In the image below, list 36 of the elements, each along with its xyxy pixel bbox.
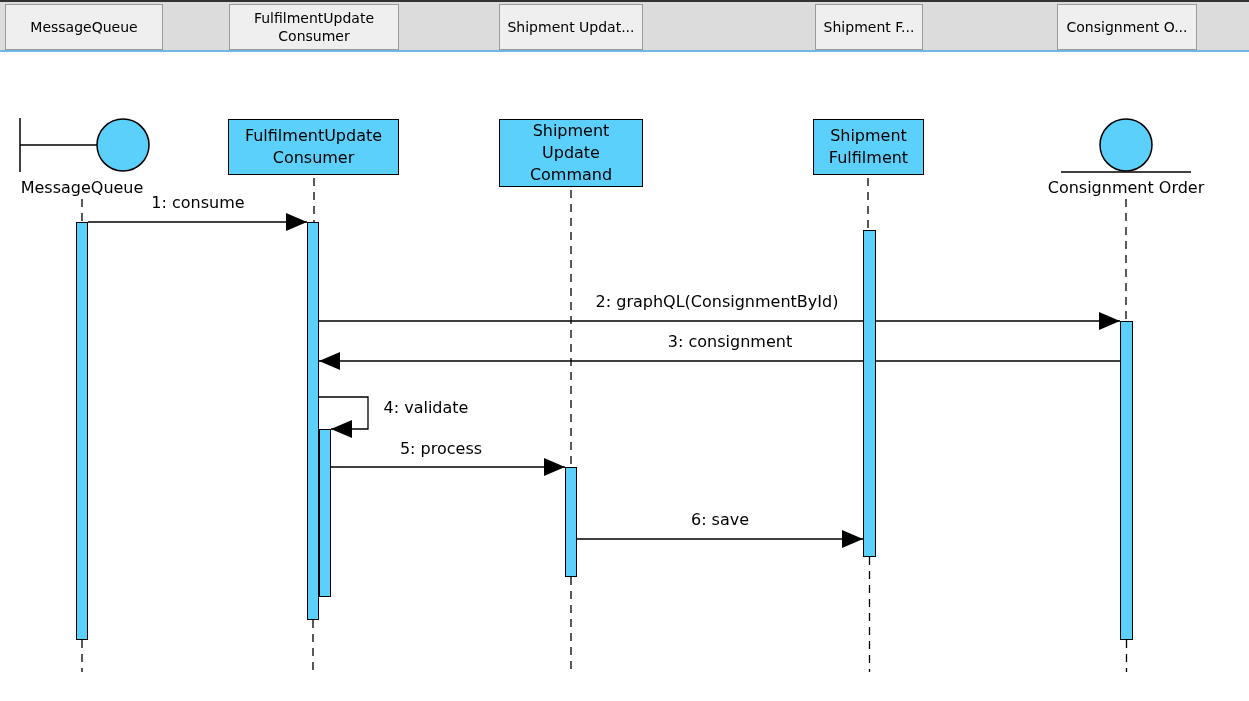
activation-bar [319, 429, 331, 597]
message-label: 3: consignment [667, 332, 793, 352]
message-label: 4: validate [383, 398, 469, 418]
lifeline [81, 198, 83, 223]
message-arrow [318, 396, 369, 438]
column-header: Consignment O... [1057, 4, 1197, 50]
column-header: Shipment Updat... [499, 4, 643, 50]
message-label: 2: graphQL(ConsignmentById) [595, 292, 839, 312]
lifeline-label: MessageQueue [20, 178, 144, 198]
message-arrow [318, 352, 1121, 370]
lifeline [81, 639, 83, 673]
activation-bar [1120, 321, 1133, 640]
lifeline [313, 177, 315, 223]
message-arrow [318, 312, 1121, 330]
lifeline-box: Shipment Fulfilment [813, 119, 924, 175]
activation-bar [76, 222, 88, 640]
column-header: Shipment F... [815, 4, 923, 50]
message-arrow [576, 530, 864, 548]
column-header: FulfilmentUpdate Consumer [229, 4, 399, 50]
lifeline-box: Shipment Update Command [499, 119, 643, 187]
lifeline [867, 177, 869, 231]
column-header: MessageQueue [5, 4, 163, 50]
activation-bar [565, 467, 577, 577]
lifeline-box: FulfilmentUpdate Consumer [228, 119, 399, 175]
message-arrow [87, 213, 308, 231]
lifeline [1125, 639, 1128, 673]
message-label: 1: consume [151, 193, 245, 213]
activation-bar [307, 222, 319, 620]
message-arrow [330, 458, 566, 476]
lifeline [868, 556, 871, 673]
message-label: 5: process [399, 439, 483, 459]
lifeline [1125, 198, 1127, 322]
activation-bar [863, 230, 876, 557]
lifeline [312, 619, 314, 673]
lifeline-label: Consignment Order [1047, 178, 1205, 198]
message-label: 6: save [690, 510, 750, 530]
